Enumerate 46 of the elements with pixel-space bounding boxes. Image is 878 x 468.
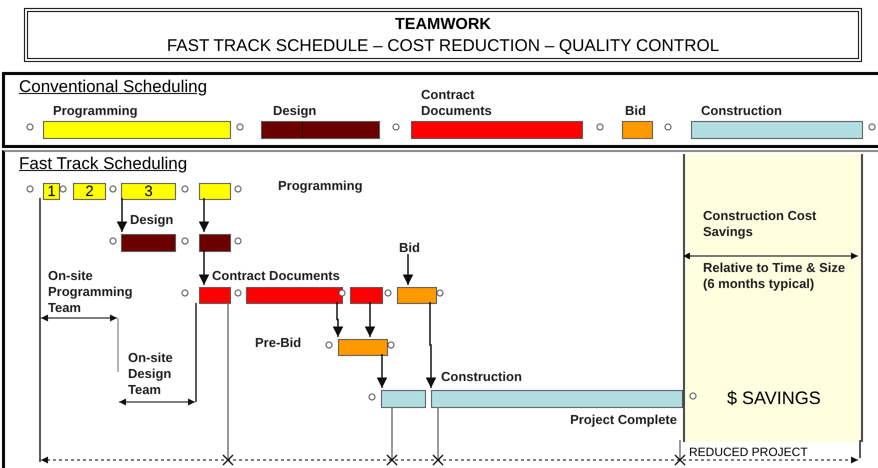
bar-label: Contract Documents: [421, 87, 493, 119]
bar-label: Bid: [625, 103, 647, 119]
arrow: [198, 198, 210, 232]
arrow: [402, 254, 414, 285]
panel-text: Construction Cost Savings: [703, 208, 818, 240]
arrow: [332, 302, 344, 337]
schedule-bar: [199, 287, 231, 304]
schedule-bar: [350, 287, 383, 304]
savings-text: $ SAVINGS: [727, 388, 822, 409]
bar-label: Programming: [53, 103, 139, 119]
arrow: [116, 198, 128, 232]
schedule-bar: [199, 234, 231, 252]
section-panel: [2, 150, 878, 468]
schedule-bar: [381, 390, 426, 408]
bar-label: Construction: [701, 103, 783, 119]
row-label: Programming: [278, 178, 364, 194]
schedule-bar: 2: [73, 183, 106, 200]
section-heading: Fast Track Scheduling: [19, 154, 188, 174]
schedule-bar: 1: [43, 183, 60, 200]
schedule-bar: [246, 287, 343, 304]
row-label: Design: [130, 212, 174, 228]
row-label: Bid: [399, 240, 425, 256]
arrow: [198, 250, 210, 285]
arrow: [376, 354, 388, 388]
row-label: On-site Programming Team: [48, 268, 134, 316]
schedule-bar: [397, 287, 437, 304]
savings-panel: [683, 154, 863, 442]
schedule-bar: [338, 339, 388, 356]
schedule-bar: [121, 234, 176, 252]
schedule-bar: [431, 390, 683, 408]
title: TEAMWORK: [394, 16, 492, 34]
arrow: [364, 302, 376, 337]
bar-label: Design: [273, 103, 318, 119]
row-label: Project Complete: [570, 412, 677, 428]
panel-text: Relative to Time & Size (6 months typical): [703, 260, 846, 292]
row-label: On-site Design Team: [128, 350, 174, 398]
schedule-bar: [199, 183, 231, 200]
boundary-label: REDUCED PROJECT: [689, 445, 808, 459]
row-label: Pre-Bid: [255, 335, 302, 351]
section-heading: Conventional Scheduling: [19, 77, 208, 97]
subtitle: FAST TRACK SCHEDULE – COST REDUCTION – QUALITY CONTROL: [166, 36, 720, 56]
section-panel: [2, 72, 878, 148]
schedule-bar: 3: [121, 183, 176, 200]
row-label: Construction: [441, 369, 523, 385]
row-label: Contract Documents: [212, 268, 341, 284]
arrow: [426, 302, 436, 388]
